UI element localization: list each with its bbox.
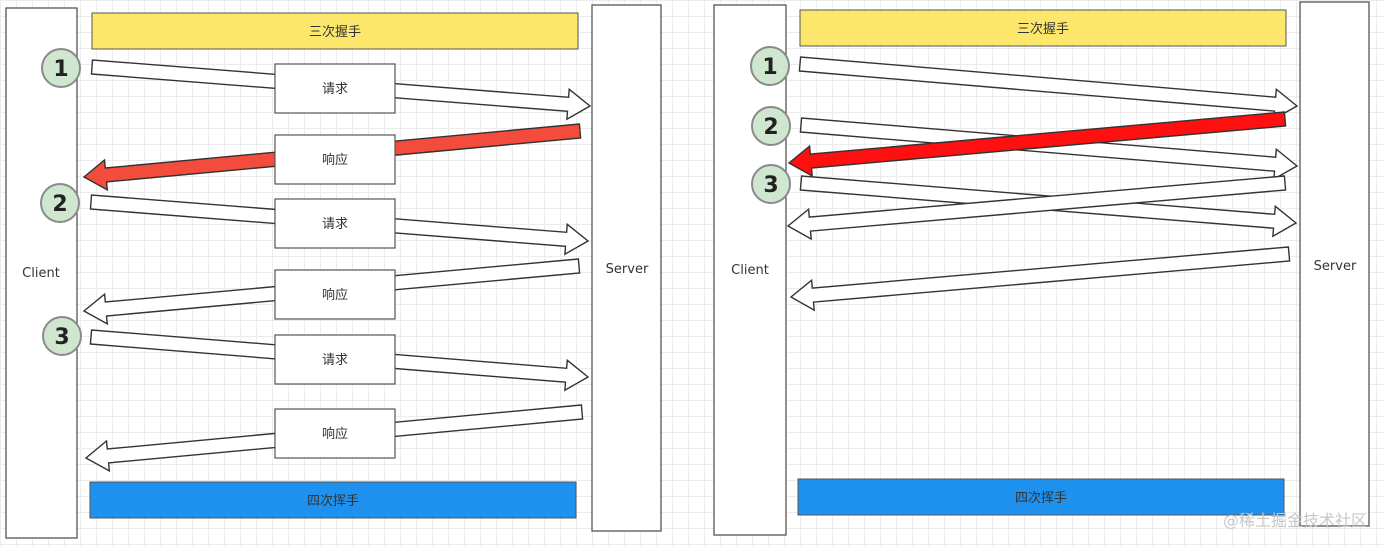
message-label: 响应: [322, 287, 348, 303]
left-message-request-3: 请求: [274, 334, 396, 385]
message-label: 响应: [322, 152, 348, 168]
left-badge-1: 1: [41, 48, 81, 88]
left-client-box: [5, 7, 78, 539]
request-arrow-1: [798, 56, 1299, 121]
badge-number: 2: [763, 115, 778, 140]
badge-circle: [751, 106, 791, 146]
request-arrow-2: [799, 117, 1299, 181]
right-server-box: [1299, 1, 1370, 527]
right-badge-1: 1: [750, 46, 790, 86]
left-diagram: Client Server 三次握手 四次挥手 请求 响应 请求 响应: [5, 4, 662, 539]
right-badge-3: 3: [751, 164, 791, 204]
left-message-response-2: 响应: [274, 269, 396, 320]
left-message-request-2: 请求: [274, 198, 396, 249]
left-message-request-1: 请求: [274, 63, 396, 114]
message-label: 请求: [322, 353, 348, 368]
left-server-box: [591, 4, 662, 532]
left-server-label: Server: [606, 262, 649, 277]
right-diagram: Client Server 三次握手 四次挥手 1 2 3: [713, 1, 1370, 536]
badge-circle: [751, 164, 791, 204]
right-server-label: Server: [1314, 259, 1357, 274]
right-client-label: Client: [731, 263, 769, 278]
response-arrow-1: [787, 111, 1287, 178]
response-arrow-2: [786, 175, 1287, 241]
right-badge-2: 2: [751, 106, 791, 146]
right-arrows: [786, 56, 1299, 312]
left-client-label: Client: [22, 266, 60, 281]
right-client-box: [713, 4, 787, 536]
badge-number: 2: [52, 192, 67, 217]
badge-number: 1: [762, 55, 777, 80]
response-arrow-3: [789, 246, 1291, 312]
left-badge-2: 2: [40, 183, 80, 223]
left-wave-label: 四次挥手: [307, 493, 359, 509]
badge-circle: [40, 183, 80, 223]
badge-circle: [42, 316, 82, 356]
message-box: [274, 198, 396, 249]
message-box: [274, 134, 396, 185]
right-handshake-bar: [799, 9, 1287, 47]
left-message-response-3: 响应: [274, 408, 396, 459]
right-handshake-label: 三次握手: [1017, 21, 1069, 37]
message-label: 请求: [322, 217, 348, 232]
right-wave-bar: [797, 478, 1285, 516]
badge-number: 3: [763, 173, 778, 198]
badge-number: 3: [54, 325, 69, 350]
message-box: [274, 334, 396, 385]
left-wave-bar: [89, 481, 577, 519]
left-badge-3: 3: [42, 316, 82, 356]
message-label: 请求: [322, 82, 348, 97]
message-label: 响应: [322, 426, 348, 442]
right-wave-label: 四次挥手: [1015, 490, 1067, 506]
badge-number: 1: [53, 57, 68, 82]
left-message-response-1: 响应: [274, 134, 396, 185]
message-box: [274, 269, 396, 320]
watermark: @稀土掘金技术社区: [1223, 511, 1367, 530]
badge-circle: [41, 48, 81, 88]
message-box: [274, 63, 396, 114]
left-handshake-label: 三次握手: [309, 24, 361, 40]
left-handshake-bar: [91, 12, 579, 50]
badge-circle: [750, 46, 790, 86]
message-box: [274, 408, 396, 459]
